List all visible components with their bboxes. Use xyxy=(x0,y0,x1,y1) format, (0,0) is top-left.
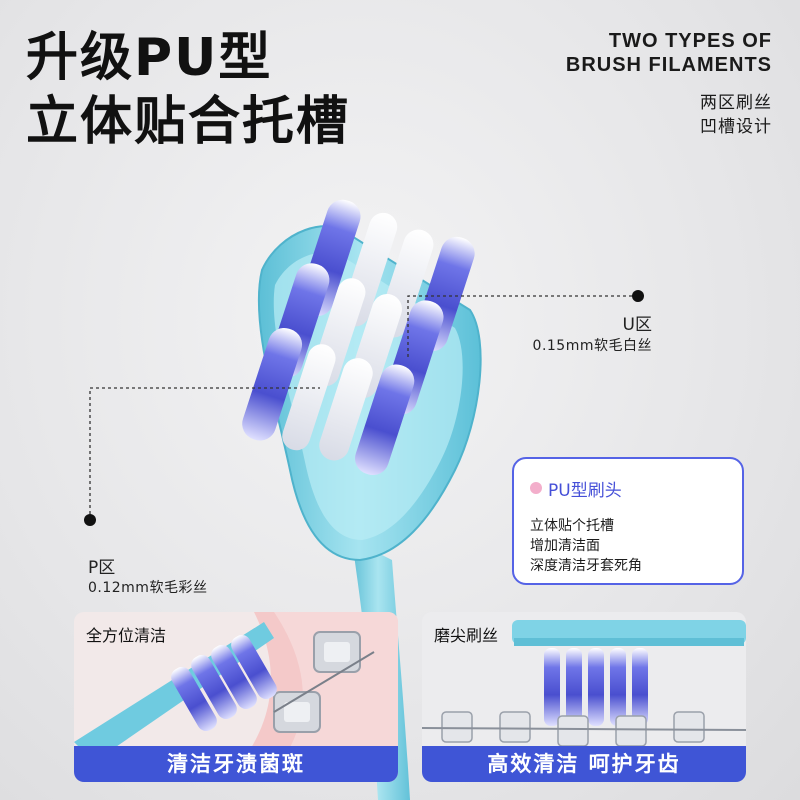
u-zone-desc: 0.15mm软毛白丝 xyxy=(532,338,652,354)
bracket-icon xyxy=(273,631,361,733)
braces-brushing-illustration xyxy=(74,612,398,782)
bristle-tufts xyxy=(242,199,475,476)
all-round-cleaning-banner: 清洁牙渍菌斑 xyxy=(74,746,398,782)
all-round-cleaning-label: 全方位清洁 xyxy=(86,626,167,645)
p-zone-desc: 0.12mm软毛彩丝 xyxy=(88,580,208,596)
p-zone-callout xyxy=(84,387,320,526)
pu-card-heading: PU型刷头 xyxy=(548,481,622,501)
all-round-cleaning-panel: 全方位清洁 清洁牙渍菌斑 xyxy=(74,612,398,782)
tapered-bristles-panel: 磨尖刷丝 高效清洁 呵护牙齿 xyxy=(422,612,746,782)
tuft xyxy=(355,364,415,476)
pu-card-line: 深度清洁牙套死角 xyxy=(530,558,642,574)
p-zone-title: P区 xyxy=(88,558,116,578)
u-zone-callout xyxy=(407,290,644,360)
bullet-dot-icon xyxy=(530,482,542,494)
tuft xyxy=(319,358,373,461)
pu-card-line: 增加清洁面 xyxy=(530,538,600,554)
tuft xyxy=(242,327,303,441)
headline-line-1: 升级PU型 xyxy=(26,28,273,88)
tagline-cn-1: 两区刷丝 xyxy=(700,93,772,113)
tuft xyxy=(282,344,336,451)
tagline-en-1: TWO TYPES OF xyxy=(608,30,772,52)
pu-card-line: 立体贴个托槽 xyxy=(530,518,614,534)
tapered-bristles-label: 磨尖刷丝 xyxy=(434,626,499,645)
tagline-cn-2: 凹槽设计 xyxy=(700,117,772,137)
pu-feature-card: PU型刷头 立体贴个托槽 增加清洁面 深度清洁牙套死角 xyxy=(512,457,744,585)
tagline-en-2: BRUSH FILAMENTS xyxy=(565,54,772,76)
headline-line-2: 立体贴合托槽 xyxy=(26,92,351,152)
u-zone-title: U区 xyxy=(622,315,652,335)
tapered-bristles-banner: 高效清洁 呵护牙齿 xyxy=(422,746,746,782)
